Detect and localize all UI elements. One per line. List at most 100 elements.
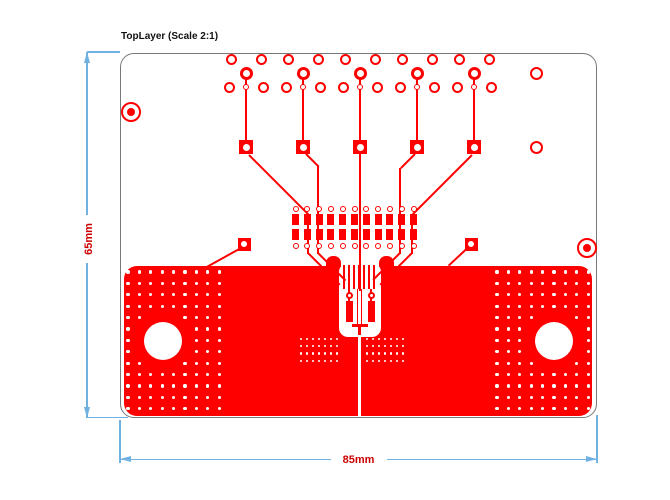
- fine-via-dot: [395, 337, 399, 341]
- thermal-via-dot: [149, 372, 153, 377]
- mounting-hole: [535, 322, 573, 360]
- thermal-via-dot: [506, 372, 511, 377]
- thermal-via-dot: [126, 384, 130, 388]
- thermal-via-dot: [149, 293, 153, 297]
- thermal-via-dot: [575, 270, 579, 274]
- thermal-via-dot: [506, 384, 511, 388]
- connector-pad-ring: [257, 81, 269, 93]
- fine-via-dot: [335, 337, 339, 341]
- via-dot: [414, 84, 420, 90]
- thermal-via-dot: [540, 281, 545, 286]
- thermal-via-dot: [518, 315, 522, 320]
- smd-pad: [339, 214, 347, 225]
- thermal-via-dot: [160, 304, 164, 308]
- thermal-via-dot: [518, 384, 522, 388]
- thermal-via-dot: [194, 293, 199, 297]
- connector-pad-ring: [426, 53, 438, 65]
- fine-via-dot: [305, 337, 309, 341]
- via-dot: [304, 243, 311, 249]
- connector-pad-ring: [223, 81, 235, 93]
- component-pad: [345, 301, 353, 322]
- connector-pad-ring: [467, 66, 481, 80]
- via-dot: [375, 243, 382, 249]
- thermal-via-dot: [160, 281, 164, 286]
- fine-via-dot: [323, 345, 327, 348]
- thermal-via-dot: [575, 372, 579, 377]
- mount-pad-ring: [529, 66, 543, 80]
- thermal-via-dot: [552, 395, 556, 400]
- thermal-via-dot: [171, 270, 176, 274]
- smd-pad: [398, 214, 406, 225]
- trace: [359, 154, 361, 291]
- thermal-via-dot: [586, 270, 590, 274]
- thermal-via-dot: [183, 270, 187, 274]
- thermal-via-dot: [194, 338, 199, 343]
- thermal-via-dot: [529, 361, 533, 365]
- connector-pad-ring: [353, 66, 367, 80]
- fine-via-dot: [299, 359, 303, 363]
- via-dot: [304, 206, 311, 212]
- via-dot: [398, 206, 405, 212]
- smd-pad: [362, 229, 370, 240]
- trace: [358, 327, 361, 335]
- connector-pad-ring: [280, 81, 292, 93]
- thermal-via-dot: [171, 372, 176, 377]
- connector-pad-ring: [225, 53, 237, 65]
- thermal-via-dot: [529, 372, 533, 377]
- thermal-via-dot: [586, 407, 590, 411]
- thermal-via-dot: [160, 270, 164, 274]
- smd-pad: [410, 214, 417, 225]
- via-dot: [351, 206, 358, 212]
- fine-via-dot: [323, 337, 327, 341]
- dimension-arrow-right: [586, 456, 597, 462]
- thermal-via-dot: [137, 293, 142, 297]
- connector-pad-ring: [296, 66, 310, 80]
- thermal-via-dot: [586, 338, 590, 343]
- via-dot: [357, 84, 363, 90]
- height-dimension-label: 65mm: [81, 215, 97, 263]
- thermal-via-dot: [137, 281, 142, 286]
- thermal-via-dot: [495, 281, 499, 286]
- thermal-via-dot: [137, 304, 142, 308]
- thermal-via-dot: [552, 281, 556, 286]
- via-dot: [363, 243, 370, 249]
- thermal-via-dot: [495, 293, 499, 297]
- extension-line-top: [87, 51, 120, 53]
- pad-hole: [299, 143, 307, 151]
- trace: [343, 265, 345, 289]
- thermal-via-dot: [171, 293, 176, 297]
- component-pad-ring: [345, 291, 353, 299]
- fine-via-dot: [395, 359, 399, 363]
- thermal-via-dot: [518, 350, 522, 354]
- thermal-via-dot: [126, 315, 130, 320]
- fine-via-dot: [365, 337, 369, 341]
- connector-pad-ring: [451, 81, 463, 93]
- thermal-via-dot: [506, 407, 511, 411]
- fine-via-dot: [371, 337, 375, 341]
- fine-via-dot: [371, 359, 375, 363]
- trace: [472, 76, 476, 141]
- thermal-via-dot: [529, 407, 533, 411]
- pad-hole: [241, 241, 247, 247]
- fine-via-dot: [365, 345, 369, 348]
- thermal-via-dot: [194, 384, 199, 388]
- smd-pad: [292, 214, 299, 225]
- thermal-via-dot: [206, 350, 210, 354]
- thermal-via-dot: [217, 407, 221, 411]
- thermal-via-dot: [540, 384, 545, 388]
- thermal-via-dot: [506, 281, 511, 286]
- connector-pad-ring: [369, 53, 381, 65]
- thermal-via-dot: [194, 281, 199, 286]
- fine-via-dot: [377, 345, 381, 348]
- thermal-via-dot: [206, 407, 210, 411]
- trace: [363, 265, 365, 289]
- smd-pad: [315, 214, 323, 225]
- fine-via-dot: [389, 359, 393, 363]
- via-dot: [327, 206, 334, 212]
- trace: [358, 76, 362, 141]
- connector-pad-ring: [485, 81, 497, 93]
- extension-line-bottom: [87, 416, 128, 419]
- fine-via-dot: [389, 352, 393, 355]
- thermal-via-dot: [194, 361, 199, 365]
- trace: [356, 289, 359, 325]
